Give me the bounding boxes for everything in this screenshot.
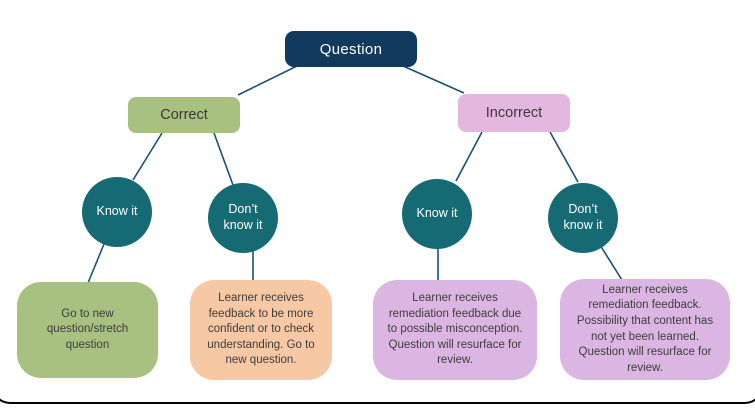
slide-frame-border [0,386,755,404]
edge-incorrect-know [455,131,483,182]
node-correct-label: Correct [160,107,208,123]
node-incorrect-dont-know-it-label: Don’t know it [563,202,603,232]
node-correct: Correct [128,97,240,133]
outcome-remediation-not-learned: Learner receives remediation feedback. P… [560,279,730,380]
edge-incorrect-dontknow [549,131,579,183]
edge-know-outcome1 [87,243,105,284]
outcome-new-question-text: Go to new question/stretch question [46,307,129,351]
edge-question-incorrect [402,65,465,94]
outcome-remediation-misconception-text: Learner receives remediation feedback du… [387,292,523,367]
node-correct-know-it-label: Know it [96,204,138,219]
node-incorrect-know-it: Know it [402,179,472,249]
node-incorrect: Incorrect [458,94,570,132]
edge-correct-know [132,132,163,181]
outcome-remediation-misconception: Learner receives remediation feedback du… [373,280,537,380]
node-question: Question [285,31,417,67]
node-correct-dont-know-it-label: Don’t know it [223,202,263,232]
node-correct-dont-know-it: Don’t know it [208,183,278,253]
outcome-confidence-feedback-text: Learner receives feedback to be more con… [207,292,315,367]
node-question-label: Question [319,40,383,58]
outcome-confidence-feedback: Learner receives feedback to be more con… [190,280,332,380]
edge-dontknow-outcome4 [599,244,623,281]
edge-correct-dontknow [213,132,234,186]
node-incorrect-label: Incorrect [485,105,543,121]
edge-question-correct [237,65,298,96]
outcome-new-question: Go to new question/stretch question [17,282,158,378]
node-incorrect-know-it-label: Know it [416,206,458,221]
node-incorrect-dont-know-it: Don’t know it [548,183,618,253]
outcome-remediation-not-learned-text: Learner receives remediation feedback. P… [576,283,714,374]
node-correct-know-it: Know it [82,177,152,247]
